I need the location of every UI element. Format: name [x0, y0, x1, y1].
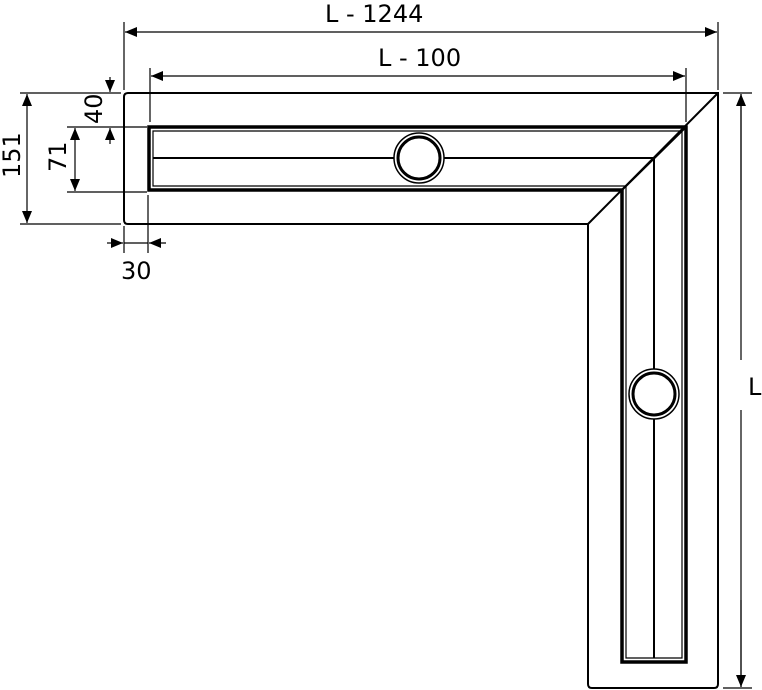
- dimension-label-overall-height: L: [748, 373, 762, 401]
- dimension-channel-length: [149, 68, 687, 122]
- drain-outlet-vertical: [628, 368, 680, 420]
- dimension-frame-depth: [20, 92, 121, 225]
- drain-channel: [147, 125, 688, 664]
- dimension-label-side-offset: 30: [121, 257, 152, 285]
- drain-outlet-horizontal: [393, 132, 445, 184]
- dimension-label-top-offset: 40: [80, 93, 108, 124]
- dimension-label-overall-width: L - 1244: [325, 0, 423, 28]
- dimension-side-offset: [107, 195, 166, 253]
- dimension-label-frame-depth: 151: [0, 132, 26, 178]
- dimension-channel-width: [67, 126, 147, 193]
- dimension-overall-height: [723, 92, 752, 689]
- dimension-overall-width: [123, 22, 719, 90]
- dimension-label-channel-length: L - 100: [378, 44, 461, 72]
- dimension-label-channel-width: 71: [44, 141, 72, 172]
